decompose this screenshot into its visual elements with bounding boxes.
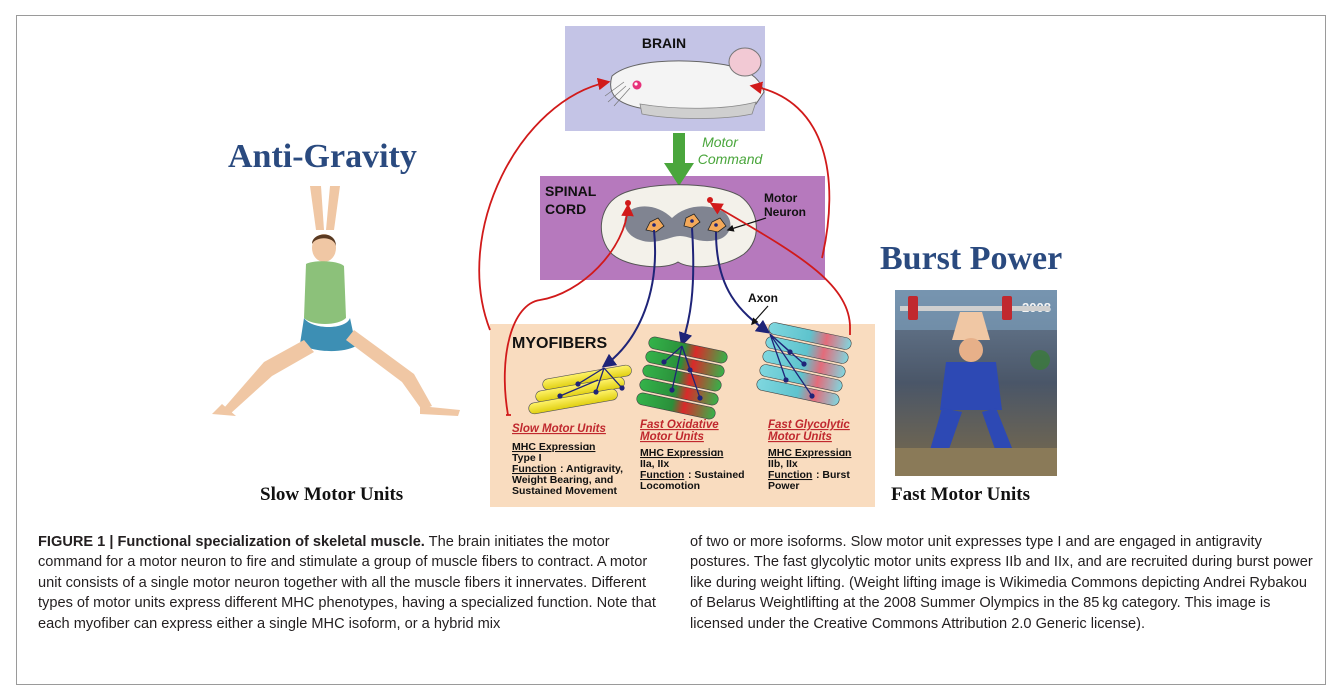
axon-label: Axon [748, 291, 778, 305]
function-line: Locomotion [640, 480, 700, 492]
slow-motor-units-label: Slow Motor Units [260, 484, 403, 505]
figure-caption-right: of two or more isoforms. Slow motor unit… [690, 532, 1320, 634]
function-line: Power [768, 480, 800, 492]
figure-label: FIGURE 1 | Functional specialization of … [38, 534, 425, 550]
svg-text::: : [586, 441, 590, 453]
caption-text-right: of two or more isoforms. Slow motor unit… [690, 534, 1313, 632]
anti-gravity-title: Anti-Gravity [228, 138, 417, 175]
unit-title: Fast Oxidative [640, 419, 719, 431]
motor-command-label-2: Command [698, 151, 764, 167]
figure-caption-left: FIGURE 1 | Functional specialization of … [38, 532, 656, 634]
myofibers-label: MYOFIBERS [512, 335, 607, 352]
motor-neuron-label-2: Neuron [764, 205, 806, 219]
motor-neuron-label-1: Motor [764, 191, 798, 205]
brain-label: BRAIN [642, 35, 686, 51]
figure-diagram: BRAIN Motor Command SPINAL CORD Motor Ne… [0, 0, 1342, 530]
unit-title: Fast Glycolytic [768, 419, 850, 431]
fast-motor-units-label: Fast Motor Units [891, 484, 1030, 505]
svg-text::: : [714, 447, 718, 459]
axon-pointer [752, 306, 768, 324]
function-line: Sustained Movement [512, 485, 618, 497]
weightlifter-photo: 2008 [895, 290, 1057, 476]
unit-title: Motor Units [768, 431, 832, 443]
svg-text::: : [842, 447, 846, 459]
burst-power-title: Burst Power [880, 240, 1062, 277]
unit-title: Motor Units [640, 431, 704, 443]
motor-command-label-1: Motor [702, 134, 739, 150]
yoga-pose-figure [212, 186, 460, 416]
spinal-cord-label-1: SPINAL [545, 183, 597, 199]
unit-title: Slow Motor Units [512, 423, 606, 435]
function-line: : Burst [816, 469, 850, 481]
spinal-cord-label-2: CORD [545, 201, 586, 217]
